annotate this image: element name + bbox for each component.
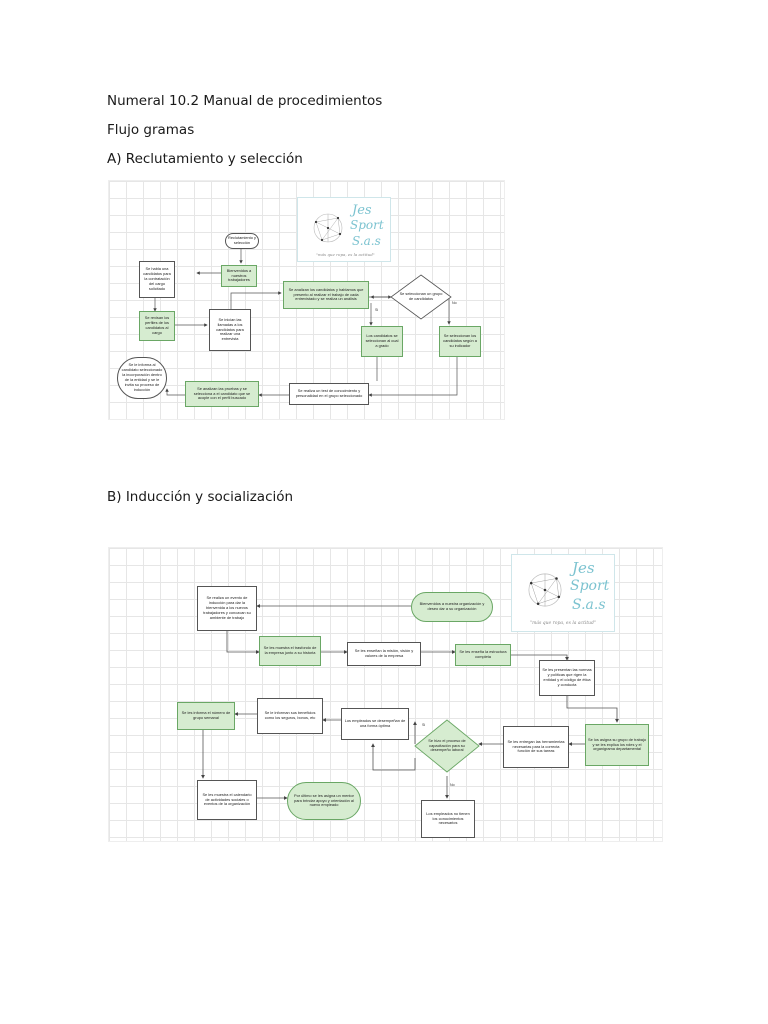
- b-no-conocimientos: Los empleados no tienen los conocimiento…: [421, 800, 475, 838]
- b-asigna-grupo: Se los asigna su grupo de trabajo y se l…: [585, 724, 649, 766]
- a-si-label: Si: [375, 308, 378, 312]
- logo-b-name-3: S.a.s: [572, 597, 606, 613]
- b-herramientas: Se les entregan las herramientas necesar…: [503, 726, 569, 768]
- a-analizan: Se analizan los candidatos y hablamos qu…: [283, 281, 369, 309]
- a-welcome: Bienvenidos a nuestros trabajadores: [221, 265, 257, 287]
- b-mision: Se les enseñan la misión, visión y valor…: [347, 642, 421, 666]
- document-title: Numeral 10.2 Manual de procedimientos: [107, 93, 383, 109]
- b-no-label: No: [450, 783, 455, 787]
- logo-b-slogan: "más que ropa, es la actitud": [530, 621, 596, 626]
- logo-a-name-3: S.a.s: [352, 234, 381, 248]
- b-bienvenidos: Bienvenidos a nuestra organización y des…: [411, 592, 493, 622]
- flowchart-a-connectors: Si No: [153, 249, 458, 397]
- b-desempenan: Los empleados se desempeñan de una forma…: [341, 708, 409, 740]
- b-grupo-semanal: Se les informa el número de grupo semana…: [177, 702, 235, 730]
- a-informa: Se le informa al candidato seleccionado …: [117, 357, 167, 399]
- b-normas: Se les presentan las normas y políticas …: [539, 660, 595, 696]
- logo-a-slogan: "más que ropa, es la actitud": [316, 252, 375, 257]
- b-historia: Se les muestra el trasfondo de la empres…: [259, 636, 321, 666]
- a-realiza-test: Se realiza un test de conocimiento y per…: [289, 383, 369, 405]
- section-b-heading: B) Inducción y socialización: [107, 489, 294, 505]
- a-seleccionan-rol: Los candidatos se seleccionan al cual a …: [361, 326, 403, 357]
- logo-b-name-1: Jes: [572, 559, 595, 577]
- b-si-label: Si: [422, 723, 425, 727]
- b-reunion: Por último se les asigna un mentor para …: [287, 782, 361, 820]
- logo-b-name-2: Sport: [570, 578, 610, 594]
- a-no-label: No: [452, 301, 457, 305]
- a-seleccionan-candidatos: Se seleccionan los candidatos según a su…: [439, 326, 481, 357]
- logo-a-name-2: Sport: [350, 218, 384, 232]
- b-beneficios: Se le informan sus beneficios como los s…: [257, 698, 323, 734]
- b-decision-label: Se hizo el proceso de capacitación para …: [428, 737, 466, 753]
- a-habla-candidatos: Se habla una candidatos para la contrata…: [139, 261, 175, 298]
- b-decision-diamond: [414, 719, 480, 773]
- flowchart-a: Si No Jes Sport S.a.s "más que ropa, es …: [108, 180, 505, 420]
- a-analizan-pruebas: Se analizan las pruebas y se selecciona …: [185, 381, 259, 407]
- a-decision-label: Se seleccionan un grupo de candidatos: [399, 291, 443, 301]
- globe-icon: [313, 213, 343, 243]
- a-revisan-perfiles: Se revisan los perfiles de los candidato…: [139, 311, 175, 341]
- flowchart-b-connectors: Si No: [201, 604, 619, 800]
- flowchart-b: Si No Jes Sport S.a.s "más que ropa, es …: [108, 547, 663, 842]
- section-a-heading: A) Reclutamiento y selección: [107, 151, 303, 167]
- b-calendario: Se les muestra el calendario de activida…: [197, 780, 257, 820]
- logo-a-name-1: Jes: [352, 203, 372, 218]
- a-decision-diamond: [390, 274, 452, 320]
- logo-a: Jes Sport S.a.s "más que ropa, es la act…: [297, 197, 391, 262]
- b-realiza-evento: Se realiza un evento de inducción para d…: [197, 586, 257, 631]
- a-start: Reclutamiento y selección: [225, 233, 259, 249]
- document-subtitle: Flujo gramas: [107, 122, 195, 138]
- globe-icon: [528, 573, 562, 607]
- b-estructura: Se les enseña la estructura completa: [455, 644, 511, 666]
- a-buscan-candidatos: Se inician las llamadas a los candidatos…: [209, 309, 251, 351]
- logo-b: Jes Sport S.a.s "más que ropa, es la act…: [511, 554, 615, 632]
